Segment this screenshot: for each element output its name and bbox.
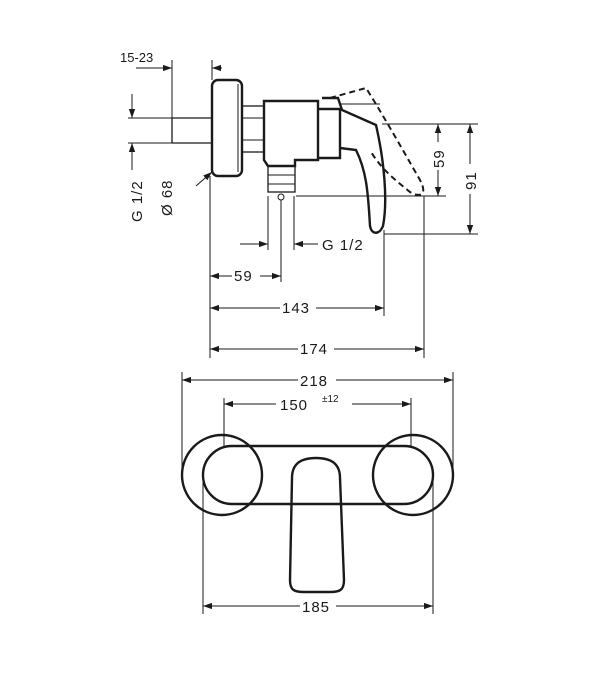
dim-total-height-label: 91	[463, 171, 480, 190]
cartridge-housing	[318, 107, 342, 160]
lever-handle	[322, 96, 387, 234]
lever-handle-open	[329, 86, 425, 196]
dim-rosette-diameter-label: Ø 68	[159, 179, 176, 216]
dim-total-width-label: 218	[300, 373, 328, 390]
dim-bottom-width-label: 185	[302, 599, 330, 616]
dim-outlet-thread-label: G 1/2	[322, 237, 364, 254]
side-view: 15-23 G 1/2 Ø 68 G 1/2 59 91 59 143	[120, 50, 480, 358]
dim-handle-height-label: 59	[431, 149, 448, 168]
dim-depth-143-label: 143	[282, 300, 310, 317]
front-view: 218 150 ±12 185	[180, 370, 455, 616]
dim-center-tolerance-label: ±12	[322, 394, 339, 405]
dim-offset-label: 15-23	[120, 50, 153, 65]
dim-depth-174-label: 174	[300, 341, 328, 358]
front-body-bar	[201, 444, 435, 506]
front-lever-handle	[288, 456, 346, 594]
left-rosette	[180, 433, 264, 517]
dim-inlet-thread-label: G 1/2	[129, 180, 146, 222]
outlet-connector	[267, 165, 296, 193]
dim-outlet-offset-label: 59	[234, 268, 253, 285]
right-rosette	[371, 433, 455, 517]
mixer-body	[262, 99, 320, 168]
inlet-stub	[171, 117, 213, 144]
connector-nut	[241, 105, 265, 153]
dim-center-distance-label: 150	[280, 397, 308, 414]
